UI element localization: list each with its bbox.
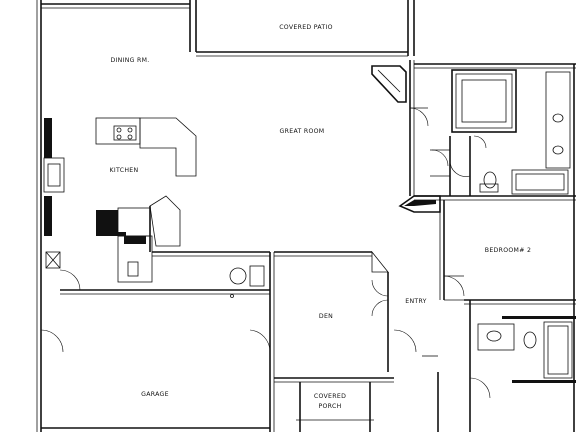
label-covered-patio: COVERED PATIO — [279, 24, 333, 31]
label-kitchen: KITCHEN — [110, 167, 139, 174]
door-swings — [40, 107, 491, 399]
room-labels: COVERED PATIO DINING RM. GREAT ROOM KITC… — [110, 24, 531, 410]
label-bedroom-2: BEDROOM# 2 — [485, 247, 531, 254]
label-covered-porch-line1: COVERED — [314, 393, 346, 400]
walls — [36, 0, 576, 432]
label-dining-room: DINING RM. — [110, 57, 149, 64]
label-garage: GARAGE — [141, 391, 169, 398]
label-den: DEN — [319, 313, 333, 320]
label-entry: ENTRY — [405, 298, 427, 305]
label-covered-porch-line2: PORCH — [318, 403, 341, 410]
label-great-room: GREAT ROOM — [280, 128, 325, 135]
